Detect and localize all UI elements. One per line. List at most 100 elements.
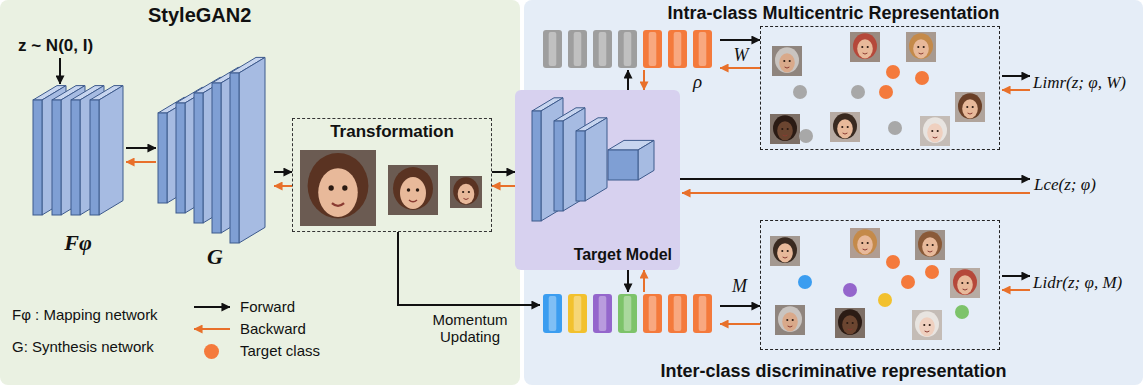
text-slot: Inter-class discriminative representatio… [524,361,1143,382]
feature-bar [543,294,562,333]
face [837,119,853,138]
eye [416,188,420,192]
legend-arrow [194,328,230,330]
slab-front [33,100,42,215]
arrow-line [680,178,1030,180]
eye [792,319,794,321]
hair [915,311,939,337]
hair [953,269,977,295]
face [962,99,978,118]
face-photo [950,268,980,298]
face [919,317,935,336]
hair [918,231,942,257]
backward-arrow [274,185,292,187]
hair [838,309,862,335]
face [857,39,873,58]
class-center [901,275,915,289]
photo-ground [772,46,802,76]
legend-swatch [204,344,219,359]
bar-body [668,294,687,333]
class-center [888,121,902,135]
forward-arrow [274,171,292,173]
bar-shine [549,296,557,331]
label-slot: G: Synthesis network [12,338,154,356]
bar-shine [574,296,582,331]
face [777,243,793,262]
photo-ground [850,32,880,62]
eye [867,242,869,244]
network-block: Fφ [30,82,126,228]
bar-body [618,30,637,68]
class-center [886,255,900,269]
face-photo [772,46,802,76]
eye [846,322,848,324]
text-slot: M [732,276,747,297]
feature-bar [618,294,637,333]
photo-ground [920,116,950,146]
text-slot: ρ [693,71,702,93]
arrow-line [1002,289,1030,291]
class-center [798,275,812,289]
face [927,123,943,142]
photo-ground [388,165,438,215]
slab-front [90,100,99,215]
photo-ground [850,228,880,258]
photo-ground [906,32,936,62]
feature-bar [618,30,637,68]
bar-shine [624,296,632,331]
eye [926,244,928,246]
backward-arrow [720,67,760,69]
bar-body [693,294,712,333]
mouth [785,67,790,68]
text-slot: Transformation [293,122,491,142]
slab-front [230,73,239,243]
hair [775,47,799,73]
arrow-line [1002,89,1030,91]
backward-arrow [126,161,156,163]
eye [961,282,963,284]
mouth [783,257,788,258]
eye [781,128,783,130]
eye [329,185,334,190]
face [842,315,858,334]
slab-front [52,100,61,215]
arrow-line [682,192,1030,194]
legend-sample [192,298,234,316]
face-photo [850,32,880,62]
bar-body [568,30,587,68]
face [913,39,929,58]
eye [847,126,849,128]
eye [967,282,969,284]
class-center [878,293,892,307]
face-photo [388,165,438,215]
mouth [863,53,868,54]
photo-ground [950,268,980,298]
layer-slab [608,140,654,180]
eye [867,46,869,48]
feature-bar [643,30,662,68]
slab-front [532,111,541,221]
bar-body [543,294,562,333]
mouth [963,289,968,290]
hair [778,306,802,332]
bar-shine [549,32,557,66]
bar-body [543,30,562,68]
class-center [955,305,969,319]
face-photo [300,150,376,226]
legend-text: Target class [240,342,320,359]
hair [773,115,797,141]
eye [929,324,931,326]
bar-body [643,294,662,333]
photo-ground [955,92,985,122]
eye [787,128,789,130]
bar-shine [599,32,607,66]
face-photo [775,305,805,335]
node-label: ρ [693,71,702,93]
class-center [879,85,893,99]
node-label: StyleGAN2 [148,4,251,27]
hair [853,33,877,59]
face-photo [450,176,482,208]
slab-side [638,140,654,180]
loss-label: Lce(z; φ) [1034,175,1096,195]
